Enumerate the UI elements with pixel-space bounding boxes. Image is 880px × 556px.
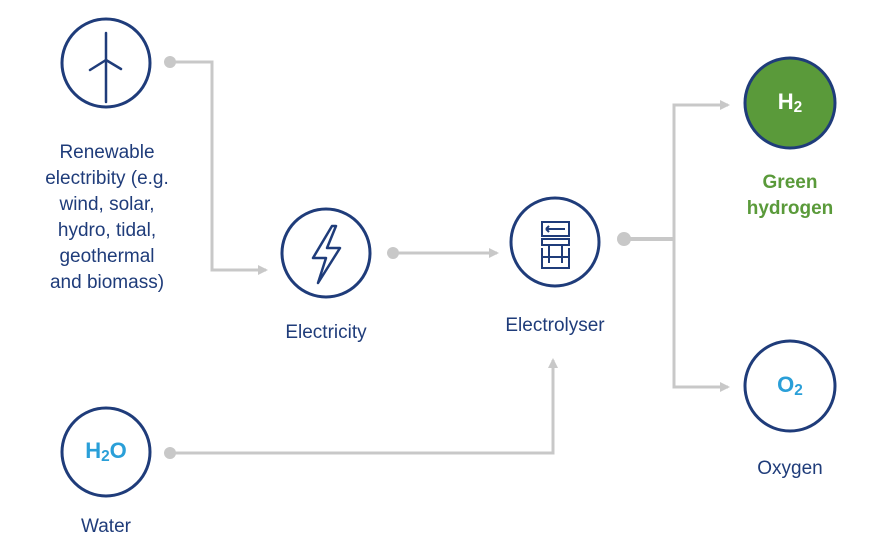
electrolyser-label: Electrolyser bbox=[505, 315, 605, 336]
water-formula-h: H bbox=[85, 438, 102, 463]
oxygen-formula-sub: 2 bbox=[794, 382, 803, 400]
connector-to-hydrogen bbox=[672, 100, 730, 239]
electricity-label: Electricity bbox=[285, 322, 367, 343]
hydrogen-node-circle bbox=[743, 56, 837, 150]
oxygen-node-circle bbox=[743, 339, 837, 433]
green-hydrogen-label: Green hydrogen bbox=[746, 172, 834, 219]
hydrogen-formula: H2 bbox=[745, 89, 835, 117]
oxygen-formula-o: O bbox=[777, 372, 795, 397]
renewable-label: Renewable electribity (e.g. wind, solar,… bbox=[45, 142, 169, 293]
oxygen-label: Oxygen bbox=[757, 458, 823, 479]
water-label: Water bbox=[81, 516, 131, 537]
electrolyser-node-circle bbox=[509, 196, 601, 288]
electricity-node-circle bbox=[280, 207, 372, 299]
hydrogen-formula-h: H bbox=[777, 89, 794, 114]
hydrogen-formula-sub: 2 bbox=[793, 99, 803, 117]
wind-turbine-icon bbox=[88, 31, 123, 104]
connector-renewable-to-electricity bbox=[170, 60, 268, 275]
oxygen-formula: O2 bbox=[745, 372, 835, 400]
connector-to-oxygen bbox=[672, 239, 730, 392]
connectors bbox=[164, 56, 730, 459]
water-formula-sub: 2 bbox=[101, 448, 110, 466]
water-formula: H2O bbox=[61, 438, 151, 466]
water-formula-o: O bbox=[109, 438, 127, 463]
electrolyser-icon bbox=[541, 221, 570, 269]
water-node-circle bbox=[60, 406, 152, 498]
connector-water-to-electrolyser bbox=[170, 358, 558, 455]
lightning-bolt-icon bbox=[311, 224, 342, 285]
